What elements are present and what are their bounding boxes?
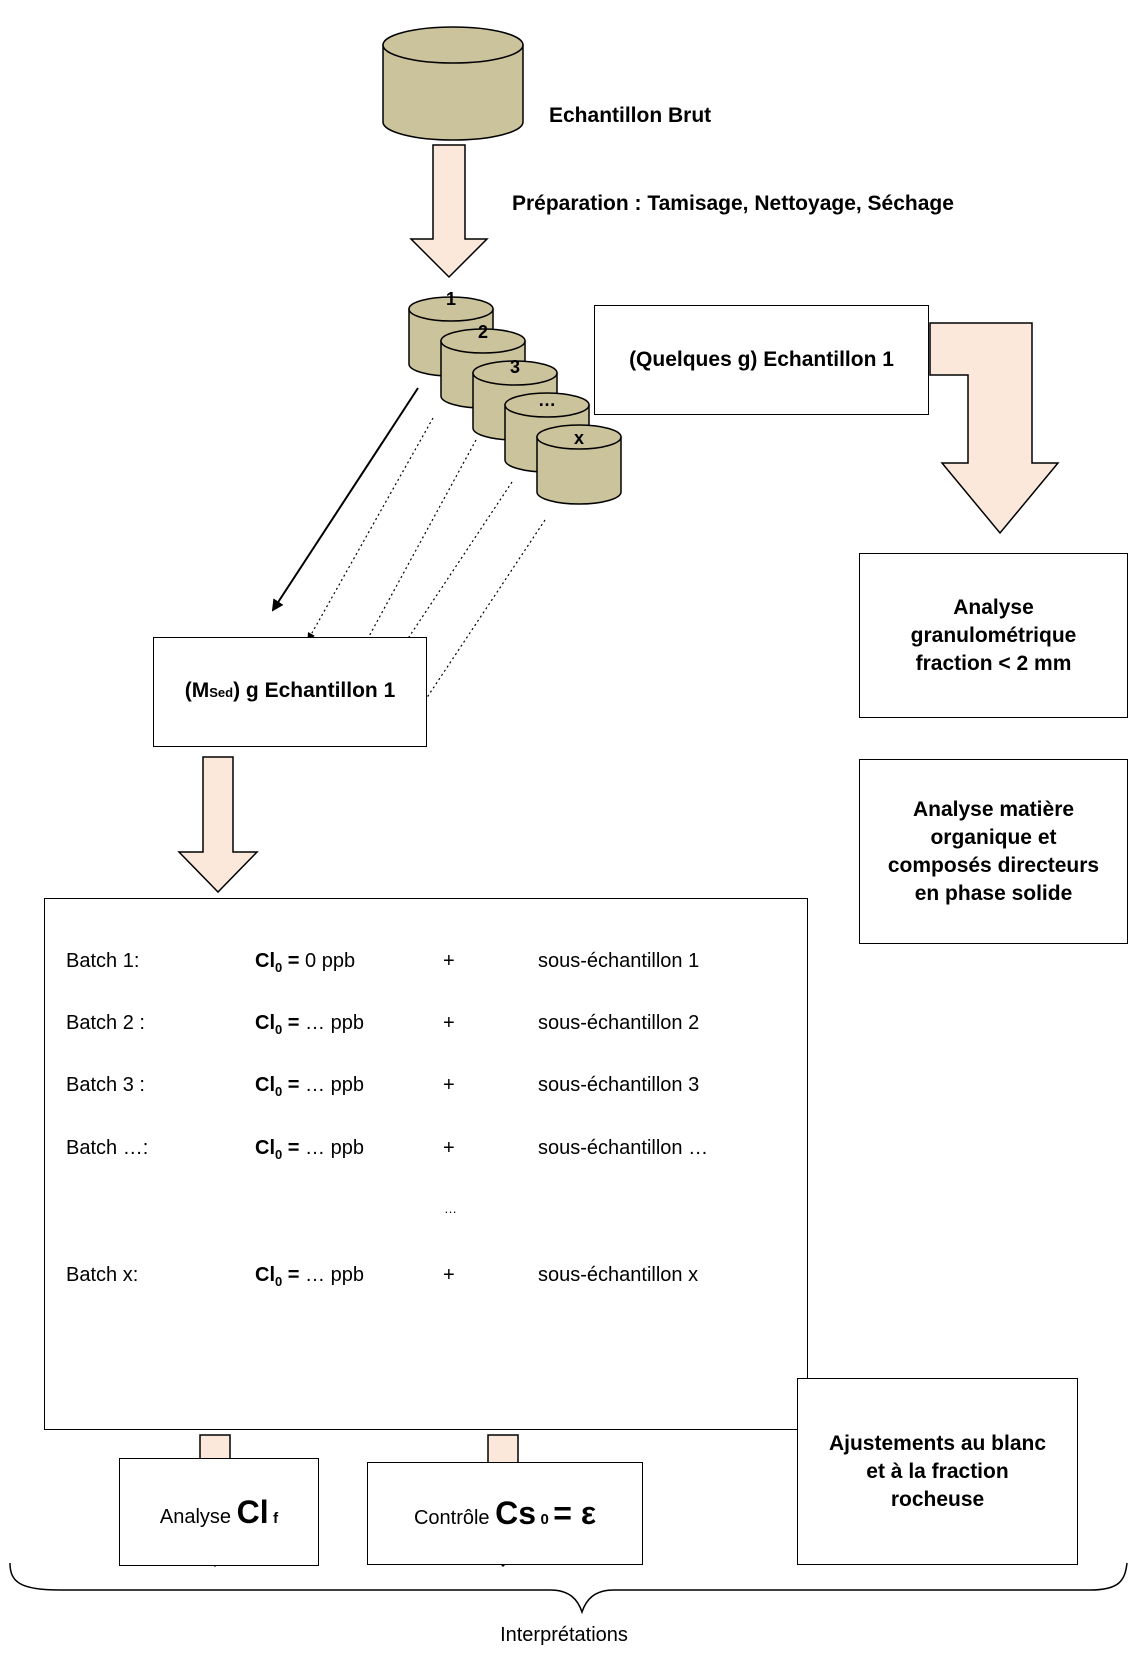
batch-value: … ppb <box>305 1012 364 1034</box>
down-arrow-preparation <box>409 144 489 279</box>
sub-sample-label: sous-échantillon 1 <box>538 950 700 972</box>
cl-subscript: 0 <box>275 1084 283 1099</box>
down-arrow-to-batches <box>177 756 259 894</box>
batch-value: 0 ppb <box>305 950 356 972</box>
controle-cs-text: Contrôle Cs 0 = ε <box>414 1495 596 1532</box>
granulometric-analysis-box: Analyse granulométrique fraction < 2 mm <box>859 553 1128 718</box>
cl-subscript: 0 <box>275 960 283 975</box>
cylinder-label: 2 <box>478 322 488 342</box>
arrow-from-cylinder-1 <box>271 387 419 612</box>
interpretations-label: Interprétations <box>500 1624 628 1646</box>
plus-sign: + <box>443 1264 455 1286</box>
dotted-connectors <box>307 417 546 703</box>
cylinder-label: 1 <box>446 289 456 309</box>
cl-subscript: 0 <box>275 1274 283 1289</box>
batch-value: … ppb <box>305 1074 364 1096</box>
plus-sign: + <box>443 1012 455 1034</box>
preparation-label: Préparation : Tamisage, Nettoyage, Sécha… <box>512 192 954 215</box>
equals-sign: = <box>287 1012 300 1034</box>
sub-sample-label: sous-échantillon 3 <box>538 1074 700 1096</box>
equals-sign: = <box>287 950 300 972</box>
cylinder-x <box>536 424 622 505</box>
analyse-prefix: Analyse <box>159 1505 237 1528</box>
analyse-cl-box: Analyse Cl f <box>119 1458 319 1566</box>
controle-subscript: 0 <box>540 1511 549 1528</box>
batch-concentration: Cl0 = … ppb <box>255 1012 364 1037</box>
analyse-cl-text: Analyse Cl f <box>160 1494 278 1531</box>
batch-label: Batch 2 : <box>66 1012 145 1034</box>
analyse-symbol: Cl <box>236 1493 269 1530</box>
msed-sample-text: (MSed) g Echantillon 1 <box>185 677 396 707</box>
sub-sample-label: sous-échantillon 2 <box>538 1012 700 1034</box>
batch-label: Batch x: <box>66 1264 139 1286</box>
batch-label: Batch 1: <box>66 950 140 972</box>
granulometric-analysis-text: Analyse granulométrique fraction < 2 mm <box>910 595 1077 675</box>
cl-symbol: Cl <box>255 1264 275 1286</box>
msed-subscript: Sed <box>209 685 234 700</box>
adjustments-box: Ajustements au blanc et à la fraction ro… <box>797 1378 1078 1565</box>
cl-symbol: Cl <box>255 1137 275 1159</box>
elbow-arrow-granulometric <box>929 322 1060 535</box>
batch-concentration: Cl0 = … ppb <box>255 1264 364 1289</box>
batch-concentration: Cl0 = … ppb <box>255 1137 364 1162</box>
sub-sample-label: sous-échantillon … <box>538 1137 709 1159</box>
cl-symbol: Cl <box>255 950 275 972</box>
sub-sample-label: sous-échantillon x <box>538 1264 699 1286</box>
plus-sign: + <box>443 1137 455 1159</box>
cl-subscript: 0 <box>275 1147 283 1162</box>
plus-sign: + <box>443 950 455 972</box>
cl-subscript: 0 <box>275 1022 283 1037</box>
raw-sample-label: Echantillon Brut <box>549 104 712 127</box>
controle-symbol: Cs <box>495 1495 537 1531</box>
interpretations-brace <box>9 1562 1128 1615</box>
msed-suffix: ) g Echantillon 1 <box>233 679 396 702</box>
few-grams-sample-text: (Quelques g) Echantillon 1 <box>629 348 894 371</box>
organic-matter-text: Analyse matière organique et composés di… <box>887 797 1100 905</box>
batch-concentration: Cl0 = … ppb <box>255 1074 364 1099</box>
equals-sign: = <box>287 1137 300 1159</box>
batch-concentration: Cl0 = 0 ppb <box>255 950 355 975</box>
raw-sample-cylinder <box>382 26 524 141</box>
cl-symbol: Cl <box>255 1074 275 1096</box>
controle-equation: = ε <box>553 1495 597 1531</box>
msed-prefix: (M <box>184 679 210 702</box>
cl-symbol: Cl <box>255 1012 275 1034</box>
plus-sign: + <box>443 1074 455 1096</box>
cylinder-label: x <box>574 428 584 448</box>
batch-table-box: Batch 1: Cl0 = 0 ppb + sous-échantillon … <box>44 898 808 1430</box>
batch-value: … ppb <box>305 1264 364 1286</box>
controle-cs-box: Contrôle Cs 0 = ε <box>367 1462 643 1565</box>
few-grams-sample-box: (Quelques g) Echantillon 1 <box>594 305 929 415</box>
controle-prefix: Contrôle <box>413 1507 496 1529</box>
analyse-subscript: f <box>273 1509 279 1527</box>
adjustments-text: Ajustements au blanc et à la fraction ro… <box>828 1431 1047 1511</box>
batch-label: Batch 3 : <box>66 1074 145 1096</box>
cylinder-label: 3 <box>510 357 520 377</box>
equals-sign: = <box>287 1264 300 1286</box>
cylinder-label: … <box>538 390 556 410</box>
organic-matter-box: Analyse matière organique et composés di… <box>859 759 1128 944</box>
msed-sample-box: (MSed) g Echantillon 1 <box>153 637 427 747</box>
batch-value: … ppb <box>305 1137 364 1159</box>
ellipsis-row: … <box>444 1201 457 1216</box>
equals-sign: = <box>287 1074 300 1096</box>
batch-label: Batch …: <box>66 1137 149 1159</box>
